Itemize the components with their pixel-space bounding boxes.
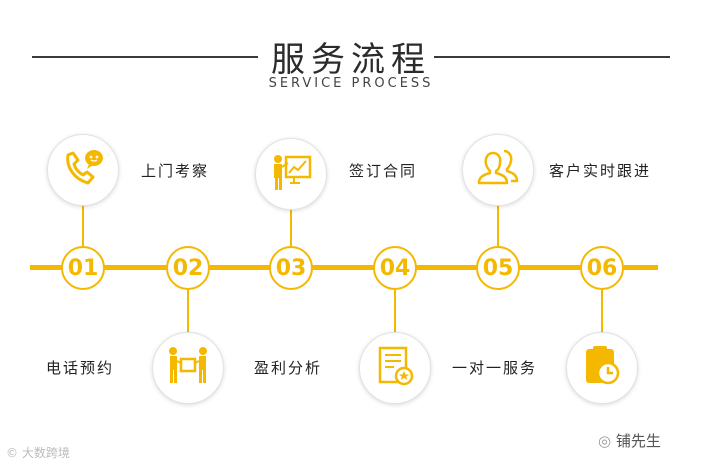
- presentation-icon: [268, 149, 314, 199]
- watermark-logo-icon: ©: [6, 446, 18, 460]
- page-title: 服务流程: [271, 40, 431, 80]
- step-label-06: 客户实时跟进: [549, 162, 652, 180]
- people-icon: [473, 145, 523, 195]
- step-icon-circle-02: [152, 332, 224, 404]
- step-node-02: 02: [166, 246, 210, 290]
- phone-chat-icon: [60, 145, 106, 195]
- connector-03: [290, 206, 292, 246]
- step-icon-circle-04: [359, 332, 431, 404]
- step-node-06: 06: [580, 246, 624, 290]
- handshake-icon: [163, 343, 213, 393]
- step-node-05: 05: [476, 246, 520, 290]
- step-icon-circle-01: [47, 134, 119, 206]
- timeline-bar: [30, 265, 658, 270]
- connector-02: [187, 290, 189, 332]
- step-icon-circle-03: [255, 138, 327, 210]
- step-icon-circle-05: [462, 134, 534, 206]
- watermark-left-text: 大数跨境: [21, 446, 70, 460]
- connector-01: [82, 200, 84, 246]
- connector-04: [394, 290, 396, 332]
- watermark-left: © 大数跨境: [6, 444, 70, 461]
- step-label-05: 一对一服务: [452, 359, 538, 377]
- step-node-01: 01: [61, 246, 105, 290]
- connector-05: [497, 200, 499, 246]
- step-label-02: 电话预约: [46, 359, 115, 377]
- watermark-right: ◎ 铺先生: [598, 430, 661, 451]
- connector-06: [601, 290, 603, 332]
- page-subtitle: SERVICE PROCESS: [268, 76, 434, 91]
- clock-folder-icon: [579, 343, 625, 393]
- step-label-01: 上门考察: [141, 162, 210, 180]
- watermark-right-text: 铺先生: [615, 432, 661, 450]
- step-label-04: 盈利分析: [254, 359, 323, 377]
- step-icon-circle-06: [566, 332, 638, 404]
- document-badge-icon: [372, 343, 418, 393]
- step-node-03: 03: [269, 246, 313, 290]
- wechat-icon: ◎: [598, 432, 612, 450]
- step-label-03: 签订合同: [349, 162, 418, 180]
- step-node-04: 04: [373, 246, 417, 290]
- header-rule-left: [32, 56, 258, 58]
- header-rule-right: [434, 56, 670, 58]
